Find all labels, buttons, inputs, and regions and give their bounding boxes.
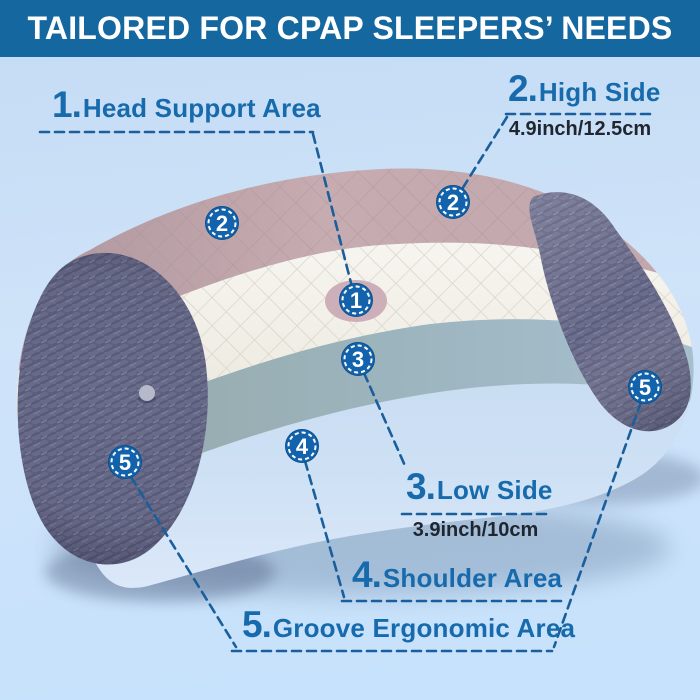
connector-badge3-label3 <box>362 371 408 470</box>
mauve-quilt-texture <box>16 168 694 380</box>
groove-panel-left <box>17 252 208 565</box>
callout-1-number: 1. <box>52 84 82 125</box>
badge-5-right: 5 <box>628 370 662 404</box>
connector-label2-badge2 <box>457 115 509 196</box>
callout-head-support-area: 1. Head Support Area <box>52 84 321 126</box>
badge-2-right-number: 2 <box>447 190 459 215</box>
callout-low-side: 3. Low Side <box>406 466 553 508</box>
callout-shoulder-area: 4. Shoulder Area <box>352 554 562 596</box>
pillow-band-slate <box>16 319 694 540</box>
callout-2-label: High Side <box>538 77 661 107</box>
callout-2-number: 2. <box>508 68 538 109</box>
badge-2-left: 2 <box>205 206 239 240</box>
callout-groove-ergonomic-area: 5. Groove Ergonomic Area <box>242 604 575 646</box>
badge-5-right-number: 5 <box>639 375 651 400</box>
badge-1-number: 1 <box>350 288 362 313</box>
label-underlines <box>38 112 652 653</box>
pillow-body <box>16 168 694 588</box>
header-banner: TAILORED FOR CPAP SLEEPERS’ NEEDS <box>0 0 700 57</box>
badge-3-number: 3 <box>352 347 364 372</box>
badge-2-right: 2 <box>436 185 470 219</box>
callout-5-label: Groove Ergonomic Area <box>272 613 576 643</box>
connector-badge4-label4 <box>303 459 346 599</box>
panel-button <box>139 385 155 401</box>
badge-5-left: 5 <box>108 445 142 479</box>
callout-high-side: 2. High Side <box>508 68 661 110</box>
callout-4-label: Shoulder Area <box>382 563 563 593</box>
connector-badge5L-label5 <box>129 475 238 649</box>
low-side-measurement: 3.9inch/10cm <box>412 519 539 541</box>
badge-4: 4 <box>285 429 319 463</box>
callout-3-label: Low Side <box>436 475 553 505</box>
callout-1-label: Head Support Area <box>82 93 321 123</box>
connector-badge5R-label5 <box>552 400 643 649</box>
connector-lines <box>129 115 643 649</box>
badge-5-left-number: 5 <box>119 450 131 475</box>
callout-5-number: 5. <box>242 604 272 645</box>
header-title: TAILORED FOR CPAP SLEEPERS’ NEEDS <box>27 10 673 46</box>
badge-1: 1 <box>339 283 373 317</box>
callout-4-number: 4. <box>352 554 382 595</box>
connector-label1-badge1 <box>311 132 353 285</box>
callout-3-number: 3. <box>406 466 436 507</box>
badge-3: 3 <box>341 342 375 376</box>
high-side-measurement: 4.9inch/12.5cm <box>508 118 652 140</box>
badge-4-number: 4 <box>296 434 309 459</box>
badge-2-left-number: 2 <box>216 211 228 236</box>
